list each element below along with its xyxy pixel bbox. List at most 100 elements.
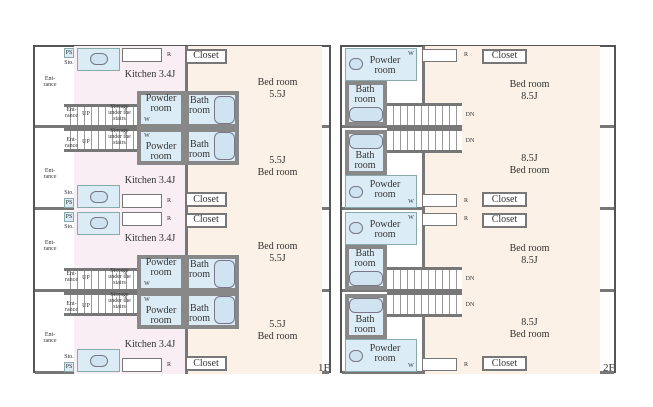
storage-label: Storage under the stairs: [108, 292, 131, 310]
bedroom-label: Bed room: [257, 77, 298, 88]
bathtub-icon: [214, 260, 235, 288]
bathtub-icon: [349, 134, 383, 149]
powder-label: Powder room: [145, 93, 177, 114]
stairs: [387, 292, 462, 317]
kitchen-sink: [122, 212, 162, 226]
bath-label: Bath room: [188, 95, 211, 116]
w-label: W: [408, 363, 414, 369]
fridge-label: R: [463, 362, 468, 368]
powder-room: [137, 292, 185, 329]
bathtub-icon: [349, 298, 383, 313]
entrance-label: Ent-rance: [43, 76, 57, 88]
kitchen-sink: [122, 358, 162, 372]
w-label: W: [144, 297, 150, 303]
toilet-icon: [90, 217, 108, 229]
closet: [185, 213, 227, 228]
ps-box: [64, 212, 74, 222]
up-label: UP: [82, 275, 90, 281]
bedroom-label: Bed room: [509, 329, 550, 340]
bathtub-icon: [214, 132, 235, 160]
closet: [482, 49, 527, 64]
w-label: W: [144, 133, 150, 139]
powder-room: [137, 91, 185, 128]
bedroom-size: 8.5J: [521, 91, 538, 102]
fridge-label: R: [463, 198, 468, 204]
kitchen-label: Kitchen 3.4J: [124, 339, 176, 350]
closet-label: Closet: [193, 358, 219, 369]
bedroom-size: 8.5J: [521, 317, 538, 328]
up-label: UP: [82, 139, 90, 145]
dn-label: DN: [465, 276, 475, 282]
closet: [185, 356, 227, 371]
sto-label: Sto.: [64, 60, 74, 66]
bathtub-icon: [214, 96, 235, 124]
storage-stairs: [64, 268, 137, 292]
closet: [482, 192, 527, 207]
stair-entrance-label: Ent-rance: [65, 301, 78, 313]
bedroom-size: 8.5J: [521, 153, 538, 164]
powder-room: [137, 255, 185, 292]
bath-label: Bath room: [354, 248, 376, 269]
closet-label: Closet: [193, 194, 219, 205]
storage-label: Storage under the stairs: [108, 104, 131, 122]
stairs: [387, 267, 462, 292]
bath-label: Bath room: [188, 259, 211, 280]
up-label: UP: [82, 303, 90, 309]
kitchen-sink: [422, 358, 457, 371]
bedroom-label: Bed room: [257, 331, 298, 342]
fridge-label: R: [166, 362, 171, 368]
bathtub-icon: [214, 296, 235, 324]
bedroom-label: Bed room: [509, 243, 550, 254]
kitchen-sink: [422, 194, 457, 207]
stair-entrance-label: Ent-rance: [65, 271, 78, 283]
closet: [482, 356, 527, 371]
powder-label: Powder room: [145, 305, 177, 326]
closet-label: Closet: [491, 358, 518, 369]
toilet-icon: [349, 222, 363, 234]
powder-label: Powder room: [369, 219, 401, 240]
ps-box: [64, 198, 74, 208]
storage-stairs: [64, 104, 137, 128]
ps-box: [64, 362, 74, 372]
stair-entrance-label: Ent-rance: [65, 107, 78, 119]
stairs: [387, 103, 462, 128]
kitchen-label: Kitchen 3.4J: [124, 175, 176, 186]
toilet-icon: [90, 355, 108, 367]
dn-label: DN: [465, 302, 475, 308]
ps-box: [64, 48, 74, 58]
bedroom-size: 5.5J: [269, 155, 286, 166]
entrance-label: Ent-rance: [43, 168, 57, 180]
w-label: W: [408, 51, 414, 57]
closet-label: Closet: [193, 50, 219, 61]
ps-label: PS: [65, 214, 73, 220]
ps-label: PS: [65, 364, 73, 370]
bedroom-size: 5.5J: [269, 319, 286, 330]
dn-label: DN: [465, 112, 475, 118]
powder-label: Powder room: [369, 343, 401, 364]
storage-label: Storage under the stairs: [108, 268, 131, 286]
w-label: W: [408, 215, 414, 221]
bedroom-size: 8.5J: [521, 255, 538, 266]
ps-label: PS: [65, 50, 73, 56]
fridge-label: R: [166, 216, 171, 222]
powder-label: Powder room: [145, 141, 177, 162]
powder-label: Powder room: [145, 257, 177, 278]
up-label: UP: [82, 111, 90, 117]
bath-label: Bath room: [354, 314, 376, 335]
stair-entrance-label: Ent-rance: [65, 137, 78, 149]
toilet-icon: [349, 350, 363, 362]
fridge-label: R: [166, 52, 171, 58]
bathtub-icon: [349, 271, 383, 286]
w-label: W: [408, 199, 414, 205]
fridge-label: R: [463, 52, 468, 58]
